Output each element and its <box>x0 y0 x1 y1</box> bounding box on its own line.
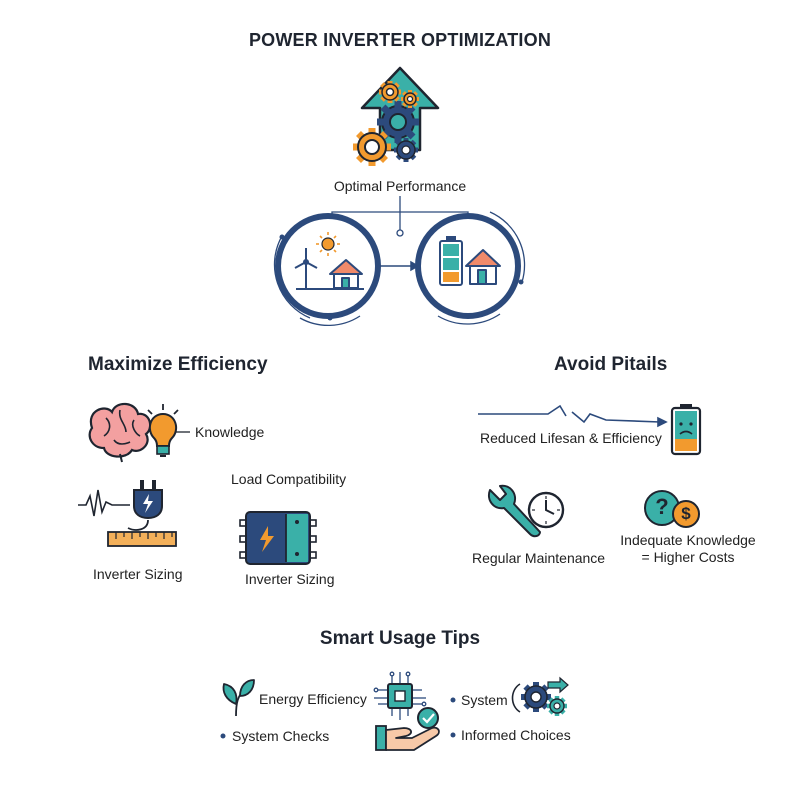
house-icon <box>329 259 363 289</box>
energy-efficiency-label: Energy Efficiency <box>259 691 367 707</box>
gear-icon-small-orange-b <box>401 90 419 108</box>
storage-circle <box>415 211 526 325</box>
lightbulb-icon <box>147 404 179 457</box>
clock-icon <box>527 491 565 529</box>
inverter-icon <box>239 511 317 565</box>
house-icon-storage <box>465 249 501 285</box>
reduced-lifespan-label: Reduced Lifesan & Efficiency <box>480 430 662 446</box>
higher-costs-label: = Higher Costs <box>641 549 735 565</box>
hand-check-icon <box>375 707 440 751</box>
gear-icon-large <box>377 101 419 143</box>
smart-usage-tips-heading: Smart Usage Tips <box>319 628 481 649</box>
inverter-sizing-right-label: Inverter Sizing <box>245 571 335 587</box>
ruler-icon <box>107 531 177 547</box>
load-compatibility-label: Load Compatibility <box>231 471 347 487</box>
maximize-efficiency-heading: Maximize Efficiency <box>88 354 268 375</box>
system-checks-label: System Checks <box>232 728 330 744</box>
plug-icon <box>127 480 163 531</box>
dollar-sign: $ <box>681 504 691 523</box>
system-label: System <box>461 692 508 708</box>
gear-icon-small-orange-a <box>379 81 401 103</box>
gears-arrow-icon <box>511 676 569 716</box>
wrench-icon <box>488 484 541 538</box>
battery-icon <box>439 236 463 286</box>
question-coin-icon <box>644 490 700 528</box>
avoid-pitfalls-heading: Avoid Pitails <box>554 354 668 375</box>
renewable-circle <box>273 213 381 327</box>
regular-maintenance-label: Regular Maintenance <box>472 550 606 566</box>
inadequate-knowledge-label: Indequate Knowledge <box>620 532 756 548</box>
chip-icon <box>373 671 427 720</box>
optimal-performance-label: Optimal Performance <box>333 178 467 194</box>
low-battery-icon <box>670 404 702 456</box>
wind-turbine-icon <box>294 248 318 288</box>
page-title: POWER INVERTER OPTIMIZATION <box>248 30 552 50</box>
leaf-icon <box>222 679 255 717</box>
gear-icon-orange <box>353 128 391 166</box>
brain-icon <box>88 402 152 463</box>
waveform-icon <box>78 489 130 517</box>
knowledge-label: Knowledge <box>195 424 265 440</box>
question-mark: ? <box>655 494 669 519</box>
flow-arrow-icon <box>380 260 420 272</box>
sun-icon <box>316 232 340 256</box>
gear-icon-navy-small <box>394 138 418 162</box>
inverter-sizing-left-label: Inverter Sizing <box>93 566 183 582</box>
declining-line-icon <box>478 404 668 428</box>
bullet-dots <box>220 697 456 739</box>
informed-choices-label: Informed Choices <box>461 727 571 743</box>
